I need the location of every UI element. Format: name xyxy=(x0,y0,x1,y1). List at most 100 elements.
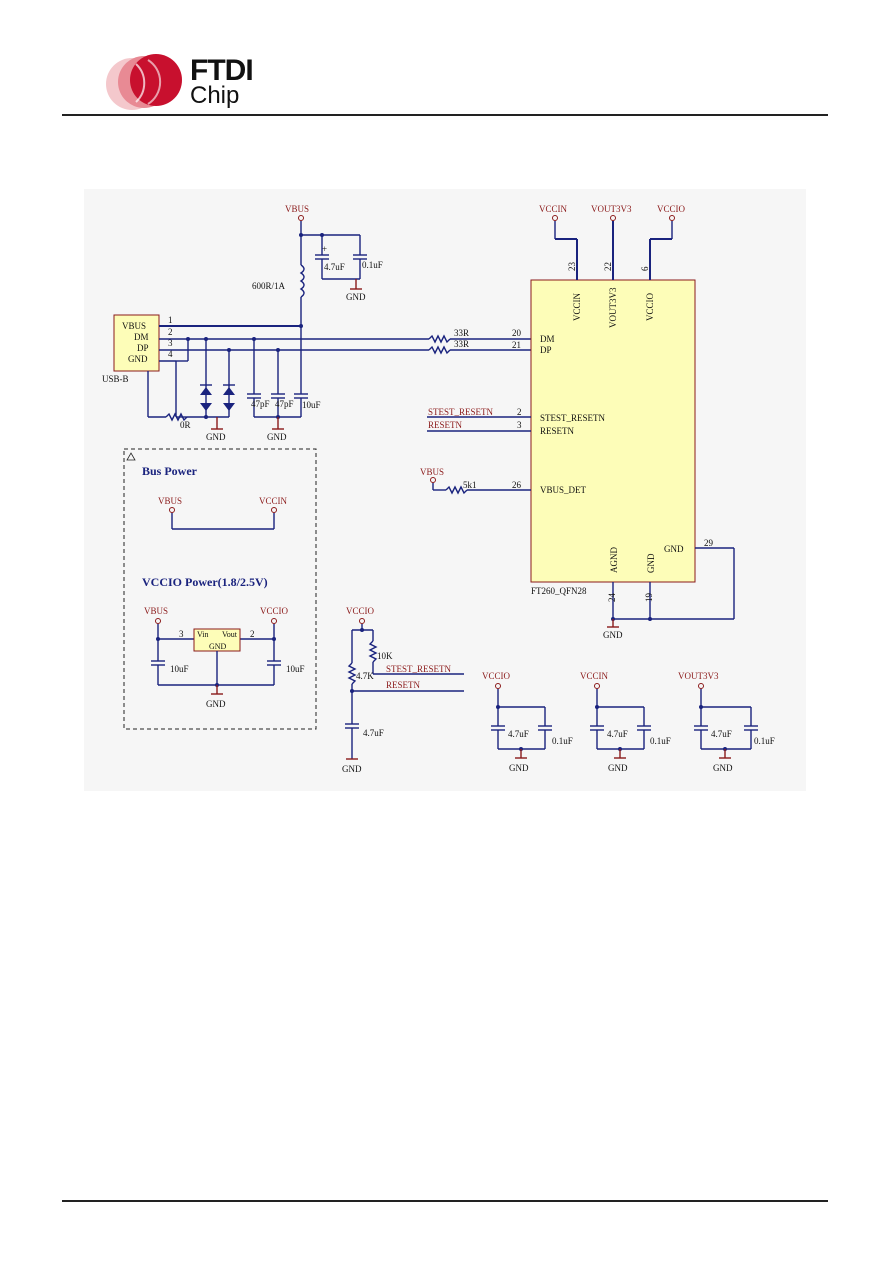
usb-pin-dm: DM xyxy=(134,332,149,342)
chip-pin-gnd-right: GND xyxy=(664,544,684,554)
usb-pin-num-4: 4 xyxy=(168,349,173,359)
chip-pin-num-22: 22 xyxy=(603,262,613,271)
chip-pin-num-3: 3 xyxy=(517,420,522,430)
cap-01uf-label: 0.1uF xyxy=(362,260,383,270)
logo-word-chip: Chip xyxy=(190,82,240,109)
dec2-c2: 0.1uF xyxy=(650,736,671,746)
gnd-label-tvs: GND xyxy=(206,432,226,442)
chip-pin-num-19: 19 xyxy=(644,593,654,603)
chip-name: FT260_QFN28 xyxy=(531,586,587,596)
bus-power-title: Bus Power xyxy=(142,464,198,478)
cap-47pf-1-label: 47pF xyxy=(251,399,270,409)
chip-top-net-vccio: VCCIO xyxy=(657,204,686,214)
chip-pin-vout3v3: VOUT3V3 xyxy=(608,287,618,328)
cap-10uf-label: 10uF xyxy=(302,400,321,410)
vccio-power-title: VCCIO Power(1.8/2.5V) xyxy=(142,575,268,589)
net-stest-resetn: STEST_RESETN xyxy=(428,407,494,417)
chip-pin-num-29: 29 xyxy=(704,538,714,548)
bus-power-right-net: VCCIN xyxy=(259,496,288,506)
reset-cap-label: 4.7uF xyxy=(363,728,384,738)
gnd-label-chip: GND xyxy=(603,630,623,640)
chip-pin-num-26: 26 xyxy=(512,480,522,490)
chip-pin-num-6: 6 xyxy=(640,266,650,271)
r-dm-label: 33R xyxy=(454,328,469,338)
vccio-power-gnd: GND xyxy=(206,699,226,709)
usb-pin-num-2: 2 xyxy=(168,327,173,337)
reset-vccio-net: VCCIO xyxy=(346,606,375,616)
footer-rule xyxy=(62,1200,828,1202)
dec3-gnd: GND xyxy=(713,763,733,773)
decoupling-vccio: VCCIO GND 4.7uF 0.1uF xyxy=(482,671,573,773)
dec2-net: VCCIN xyxy=(580,671,609,681)
dec3-c1: 4.7uF xyxy=(711,729,732,739)
reset-net-resetn: RESETN xyxy=(386,680,421,690)
bus-power-left-net: VBUS xyxy=(158,496,182,506)
chip-pin-gnd-bottom: GND xyxy=(646,553,656,573)
chip-pin-vccin: VCCIN xyxy=(572,292,582,321)
dec3-net: VOUT3V3 xyxy=(678,671,719,681)
chip-pin-dp: DP xyxy=(540,345,552,355)
header-rule xyxy=(62,114,828,116)
chip-pin-dm: DM xyxy=(540,334,555,344)
reg-vin: Vin xyxy=(197,630,209,639)
cap-47uf-label: 4.7uF xyxy=(324,262,345,272)
usb-pin-gnd: GND xyxy=(128,354,148,364)
chip-pin-vccio: VCCIO xyxy=(645,292,655,321)
vccio-power-left-net: VBUS xyxy=(144,606,168,616)
logo-circles-icon xyxy=(106,54,182,110)
usb-name: USB-B xyxy=(102,374,129,384)
reg-gnd: GND xyxy=(209,642,227,651)
schematic-svg: .w { stroke: #1a237e; stroke-width: 1.4;… xyxy=(102,204,775,774)
chip-pin-stest-resetn: STEST_RESETN xyxy=(540,413,606,423)
chip-pin-num-2: 2 xyxy=(517,407,522,417)
chip-pin-num-24: 24 xyxy=(607,593,617,603)
decoupling-vccin: VCCIN GND 4.7uF 0.1uF xyxy=(580,671,671,773)
chip-pin-vbus-det: VBUS_DET xyxy=(540,485,587,495)
dec1-net: VCCIO xyxy=(482,671,511,681)
reg-cap-out: 10uF xyxy=(286,664,305,674)
power-option-box xyxy=(123,448,317,730)
dec3-c2: 0.1uF xyxy=(754,736,775,746)
chip-pin-num-20: 20 xyxy=(512,328,522,338)
chip-top-net-vout3v3: VOUT3V3 xyxy=(591,204,632,214)
dec2-gnd: GND xyxy=(608,763,628,773)
usb-connector xyxy=(113,314,160,372)
usb-pin-vbus: VBUS xyxy=(122,321,146,331)
r-10k-label: 10K xyxy=(377,651,393,661)
reset-gnd: GND xyxy=(342,764,362,774)
reset-net-stest: STEST_RESETN xyxy=(386,664,452,674)
usb-pin-num-1: 1 xyxy=(168,315,173,325)
vccio-power-right-net: VCCIO xyxy=(260,606,289,616)
ferrite-label: 600R/1A xyxy=(252,281,286,291)
cap-47pf-2-label: 47pF xyxy=(275,399,294,409)
net-resetn: RESETN xyxy=(428,420,463,430)
r-dp-label: 33R xyxy=(454,339,469,349)
usb-pin-num-3: 3 xyxy=(168,338,173,348)
reg-vout: Vout xyxy=(222,630,238,639)
reg-pin-in: 3 xyxy=(179,629,184,639)
vbus-net-label: VBUS xyxy=(285,204,309,214)
vbus-det-net-label: VBUS xyxy=(420,467,444,477)
chip-pin-num-21: 21 xyxy=(512,340,521,350)
dec1-c1: 4.7uF xyxy=(508,729,529,739)
dec1-gnd: GND xyxy=(509,763,529,773)
r-0r-label: 0R xyxy=(180,420,191,430)
r-5k1-label: 5k1 xyxy=(463,480,477,490)
gnd-label-caps: GND xyxy=(267,432,287,442)
dec2-c1: 4.7uF xyxy=(607,729,628,739)
dec1-c2: 0.1uF xyxy=(552,736,573,746)
reg-pin-out: 2 xyxy=(250,629,255,639)
schematic-diagram: .w { stroke: #1a237e; stroke-width: 1.4;… xyxy=(84,189,806,791)
chip-top-net-vccin: VCCIN xyxy=(539,204,568,214)
r-47k-label: 4.7K xyxy=(356,671,374,681)
chip-pin-resetn: RESETN xyxy=(540,426,575,436)
chip-pin-num-23: 23 xyxy=(567,262,577,272)
usb-pin-dp: DP xyxy=(137,343,149,353)
logo-word-ftdi: FTDI xyxy=(190,54,254,87)
decoupling-vout3v3: VOUT3V3 GND 4.7uF 0.1uF xyxy=(678,671,775,773)
reg-cap-in: 10uF xyxy=(170,664,189,674)
ftdi-logo: FTDI Chip xyxy=(92,52,272,112)
chip-pin-agnd: AGND xyxy=(609,547,619,573)
gnd-label-vbus: GND xyxy=(346,292,366,302)
cap-plus-sign: + xyxy=(322,244,327,254)
